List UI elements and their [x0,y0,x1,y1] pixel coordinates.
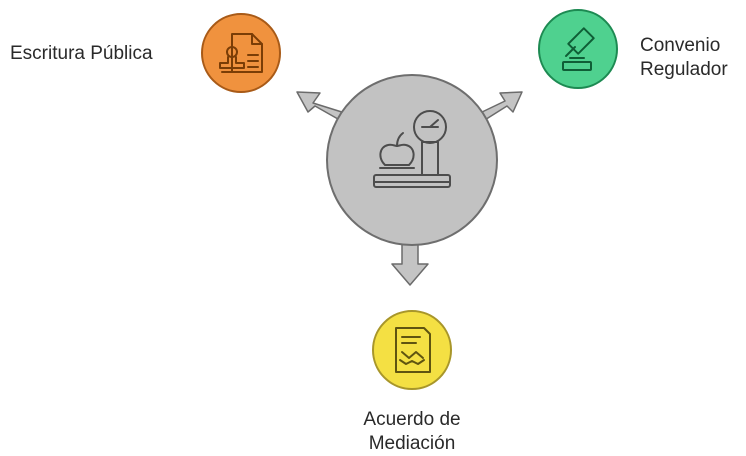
scale-balance-icon [373,110,451,188]
node-acuerdo-mediacion [372,310,452,390]
node-convenio-regulador [538,9,618,89]
agreement-handshake-icon [395,327,431,373]
label-convenio-regulador: Convenio Regulador [640,35,728,80]
gavel-icon [562,27,595,71]
notary-document-stamp-icon [219,33,263,73]
node-escritura-publica [201,13,281,93]
label-escritura-publica: Escritura Pública [10,43,153,64]
label-acuerdo-mediacion: Acuerdo de Mediación [363,409,461,454]
